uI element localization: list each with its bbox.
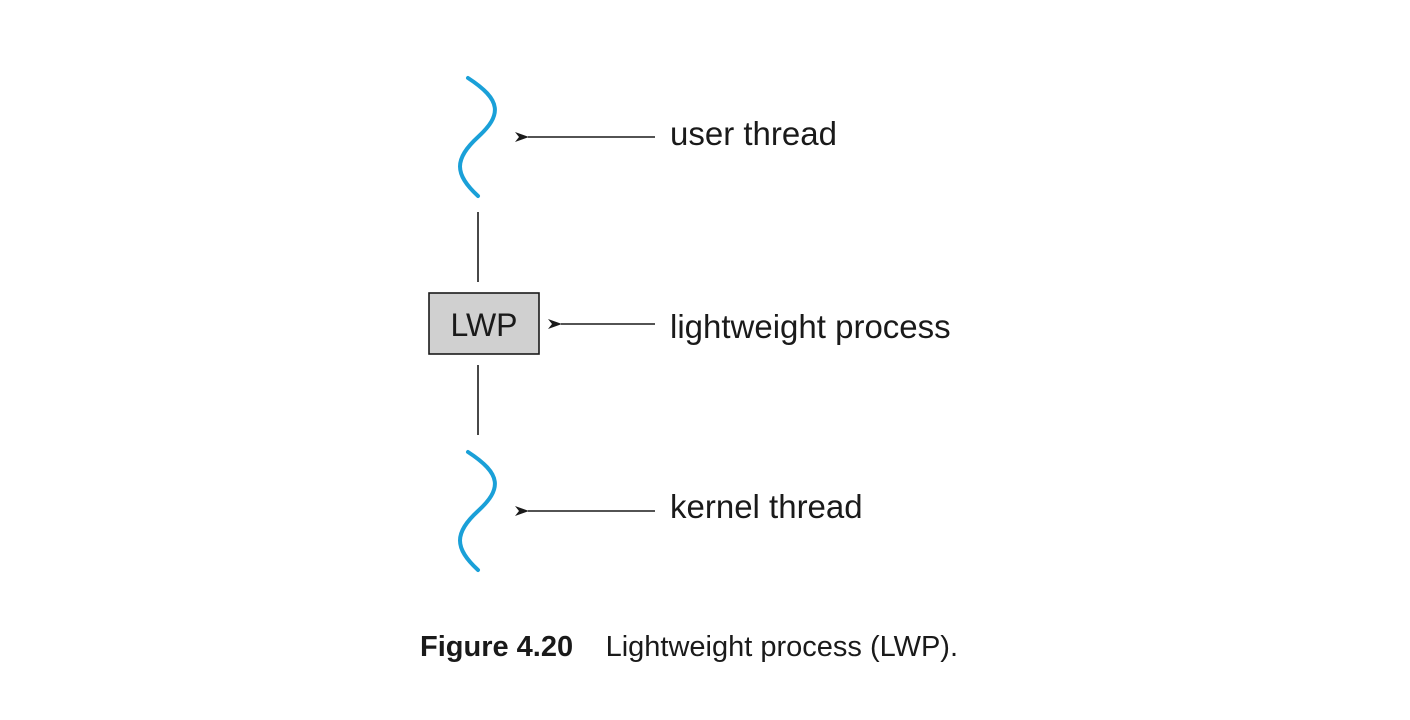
kernel-thread-wave-icon (458, 450, 497, 572)
user-thread-wave-icon (458, 76, 497, 198)
lightweight-process-label: lightweight process (670, 308, 951, 345)
user-thread-label: user thread (670, 115, 837, 152)
figure-title: Lightweight process (LWP). (606, 631, 958, 663)
figure-number: Figure 4.20 (420, 631, 573, 663)
lwp-box (428, 292, 540, 355)
lwp-box-label: LWP (451, 307, 518, 343)
figure-caption: Figure 4.20 Lightweight process (LWP). (420, 631, 958, 663)
kernel-thread-label: kernel thread (670, 488, 863, 525)
